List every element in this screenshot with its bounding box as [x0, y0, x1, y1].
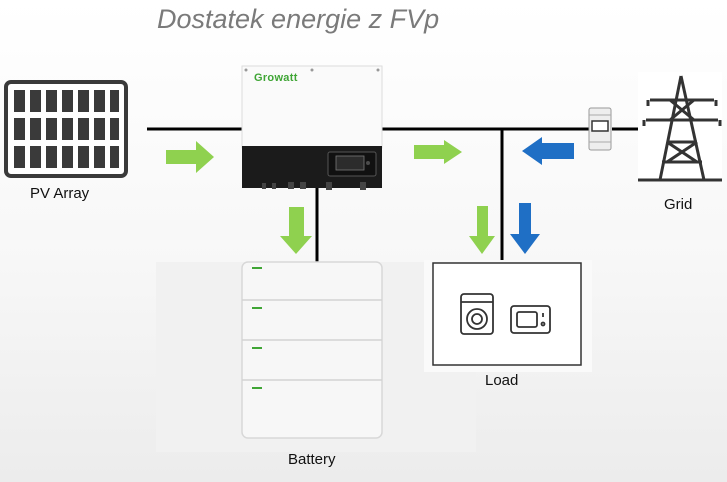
battery-label: Battery: [288, 451, 336, 468]
page-title: Dostatek energie z FVp: [157, 4, 440, 34]
grid-import-arrow: [522, 137, 574, 165]
battery-stack-icon: [156, 261, 476, 452]
load-flow-arrow-green: [469, 206, 495, 254]
pv-array-label: PV Array: [30, 185, 90, 202]
grid-flow-arrow-green: [414, 140, 462, 164]
load-box: [424, 260, 592, 372]
load-flow-arrow-blue: [510, 203, 540, 254]
microwave-icon: [510, 305, 551, 334]
washing-machine-icon: [460, 293, 494, 335]
inverter-icon: [241, 65, 383, 190]
load-label: Load: [485, 372, 519, 389]
solar-panel-icon: [4, 80, 128, 178]
growatt-logo: Growatt: [254, 72, 298, 84]
grid-label: Grid: [664, 196, 693, 213]
power-pylon-icon: [638, 72, 722, 182]
pv-flow-arrow: [166, 141, 214, 173]
energy-meter-icon: [588, 107, 612, 151]
battery-charge-arrow: [280, 207, 312, 254]
connection-lines: [147, 127, 640, 262]
